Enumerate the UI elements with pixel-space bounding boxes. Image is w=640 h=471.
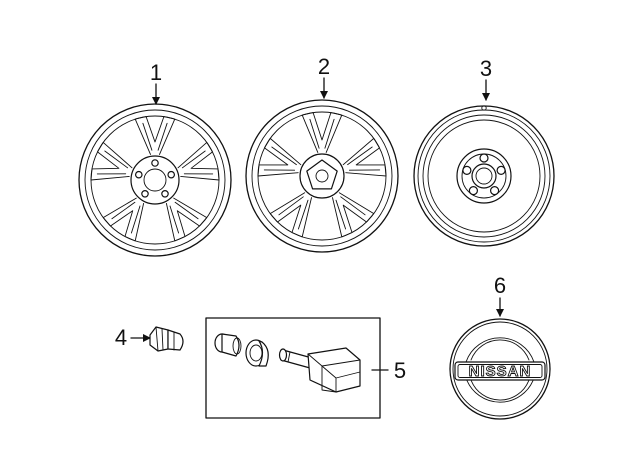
wheel-spoke bbox=[257, 137, 302, 177]
valve-grommet bbox=[245, 339, 269, 367]
wheel-spoke bbox=[90, 141, 133, 181]
valve-stem bbox=[278, 348, 313, 369]
alloy-wheel-2 bbox=[245, 99, 399, 253]
lug-nut-4 bbox=[149, 326, 184, 352]
lug-hole bbox=[496, 165, 506, 175]
lug-hole bbox=[479, 153, 489, 163]
emblem-logo-text: NISSAN bbox=[469, 363, 532, 380]
wheel-spoke-contour bbox=[309, 118, 335, 149]
lug-hole bbox=[468, 186, 478, 196]
lug-hole bbox=[167, 170, 176, 179]
wheel-spoke-contour bbox=[263, 146, 297, 171]
wheel-spoke-contour bbox=[335, 196, 366, 230]
wheel-spoke bbox=[177, 141, 220, 181]
wheel-spoke bbox=[269, 192, 312, 238]
wheel-spoke-contour bbox=[96, 150, 129, 175]
spare-wheel-3 bbox=[413, 105, 555, 247]
lug-hole bbox=[141, 190, 149, 198]
lug-hole bbox=[490, 186, 500, 196]
wheel-spoke bbox=[134, 116, 176, 155]
wheel-spoke-contour bbox=[181, 150, 214, 175]
wheel-spoke-contour bbox=[169, 201, 199, 234]
wheel-spoke-contour bbox=[111, 201, 141, 234]
tpms-sensor-kit-5 bbox=[205, 317, 381, 419]
wheel-spoke bbox=[165, 197, 208, 242]
lug-hole bbox=[135, 170, 143, 179]
callout-2: 2 bbox=[318, 54, 330, 79]
wheel-spoke bbox=[102, 197, 145, 242]
wheel-spoke bbox=[301, 112, 343, 153]
lug-hole bbox=[161, 190, 169, 198]
wheel-spoke bbox=[342, 137, 387, 177]
wheel-spoke-contour bbox=[347, 146, 381, 171]
wheel-spoke-contour bbox=[142, 122, 168, 151]
center-cap-6: NISSAN bbox=[449, 318, 551, 420]
callout-5: 5 bbox=[394, 358, 406, 383]
wheel-spoke bbox=[332, 192, 375, 238]
callout-1: 1 bbox=[150, 60, 162, 85]
lug-hole bbox=[462, 165, 472, 175]
valve-cap bbox=[214, 333, 242, 357]
lug-hole bbox=[151, 159, 159, 167]
alloy-wheel-1 bbox=[78, 103, 232, 257]
wheel-spoke-contour bbox=[278, 196, 309, 230]
callout-6: 6 bbox=[494, 273, 506, 298]
callout-3: 3 bbox=[480, 56, 492, 81]
tpms-sensor bbox=[307, 347, 361, 393]
callout-4: 4 bbox=[115, 325, 127, 350]
